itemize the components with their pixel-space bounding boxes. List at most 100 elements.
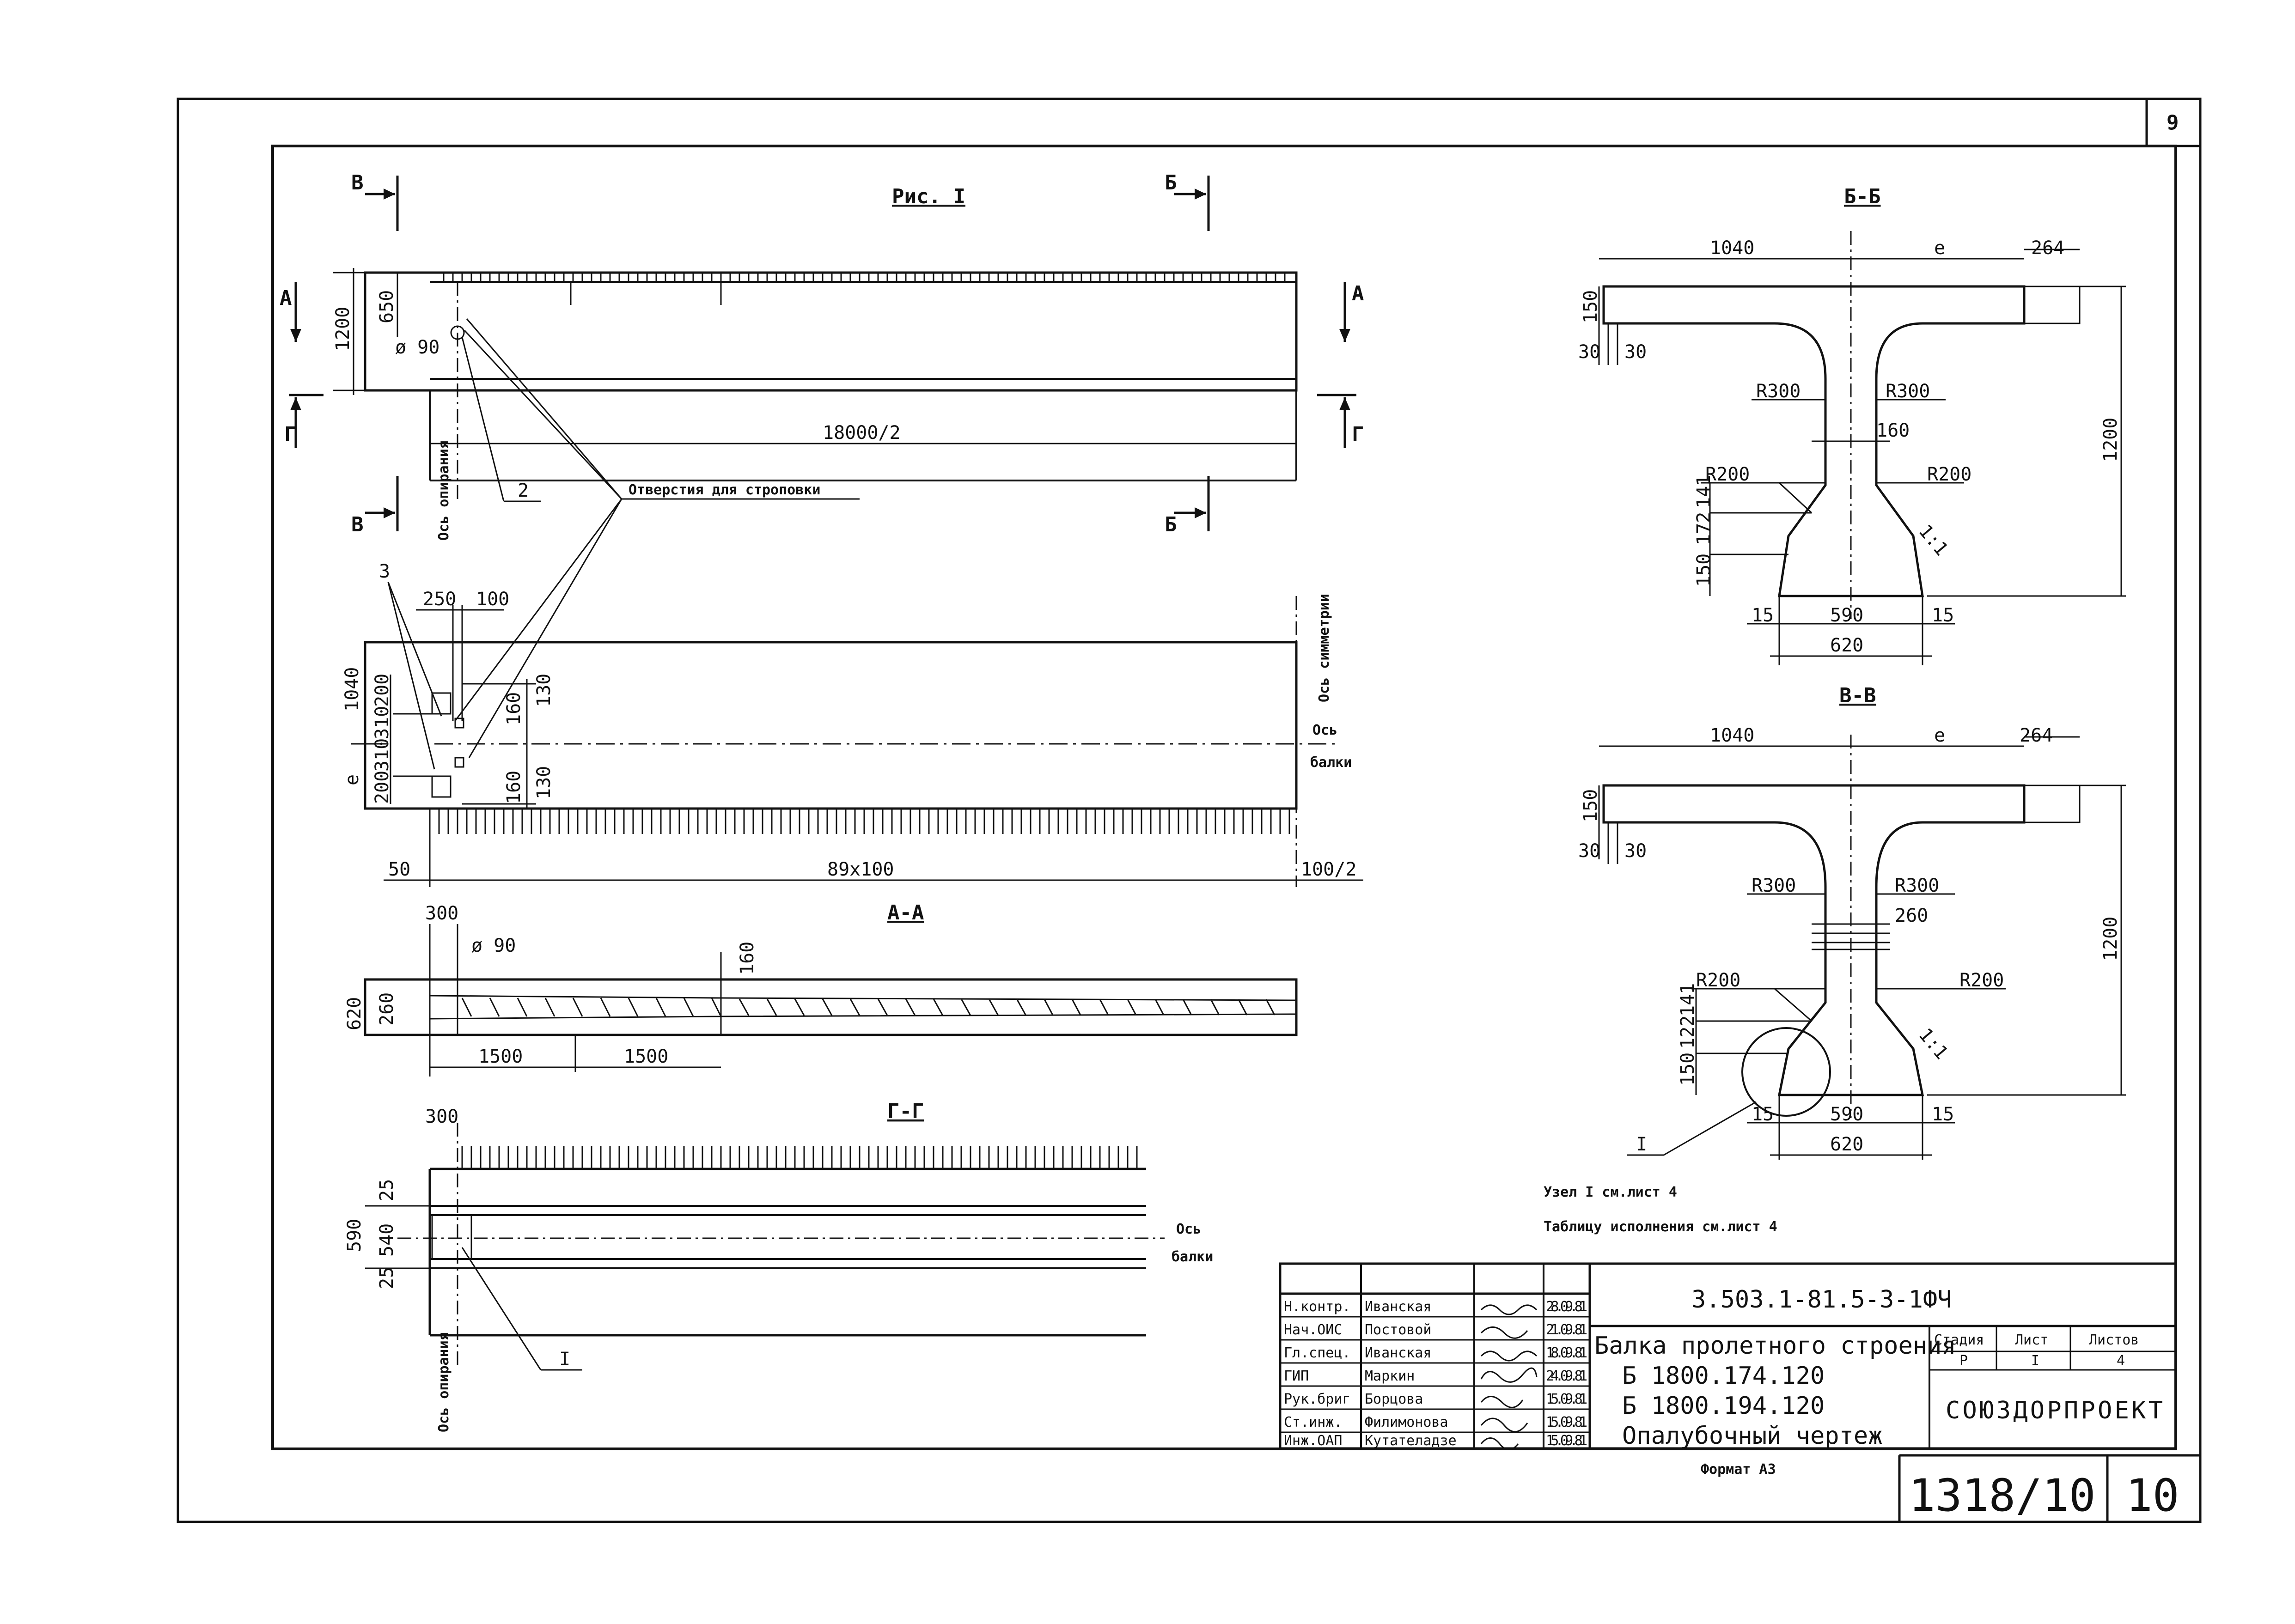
dim-160-bb: 160 xyxy=(1876,420,1910,441)
slope-bb: 1:1 xyxy=(1914,521,1952,560)
staff-role-4: Рук.бриг xyxy=(1284,1391,1351,1407)
inventory-number: 1318/10 xyxy=(1909,1470,2096,1521)
section-a-right: А xyxy=(1352,282,1364,305)
staff-date-6: 15.09.81 xyxy=(1546,1433,1587,1449)
staff-name-5: Филимонова xyxy=(1365,1414,1448,1430)
dim-plan-310-a: 310 xyxy=(372,706,393,739)
sheet-header: Лист xyxy=(2015,1332,2048,1348)
dim-1500-aa-b: 1500 xyxy=(624,1046,668,1067)
section-v-bottom: В xyxy=(351,513,364,536)
staff-role-3: ГИП xyxy=(1284,1368,1309,1384)
holes-label: Отверстия для строповки xyxy=(629,482,820,498)
dim-150-bb: 150 xyxy=(1580,290,1601,323)
dim-264-vv: 264 xyxy=(2020,725,2053,746)
dim-1040-vv: 1040 xyxy=(1710,725,1754,746)
dim-620-aa: 620 xyxy=(344,997,365,1030)
dim-160-lower: 160 xyxy=(503,771,525,804)
axis-beam-gg-1: Ось xyxy=(1176,1221,1201,1237)
dim-540-gg: 540 xyxy=(376,1223,397,1257)
plate-upper xyxy=(431,692,452,715)
dim-160-aa: 160 xyxy=(737,942,758,975)
axis-beam-plan-1: Ось xyxy=(1312,722,1337,738)
fig1-title: Рис. I xyxy=(892,185,965,208)
node-1-circle xyxy=(1741,1027,1831,1117)
outer-frame xyxy=(177,97,2202,1523)
dim-30-vv-a: 30 xyxy=(1578,840,1600,862)
callout-2: 2 xyxy=(518,480,529,501)
section-v-top: В xyxy=(351,171,364,195)
dim-172-bb: 172 xyxy=(1693,512,1715,545)
dim-e-plan: е xyxy=(342,774,363,785)
plate-lower xyxy=(431,775,452,798)
dim-260-aa: 260 xyxy=(376,992,397,1026)
stage-value: Р xyxy=(1959,1353,1968,1369)
sheet-value: I xyxy=(2031,1353,2039,1369)
dim-plan-200-b: 200 xyxy=(372,771,393,804)
r300-right-vv: R300 xyxy=(1895,875,1939,896)
dim-150b-bb: 150 xyxy=(1693,553,1715,587)
dim-130-upper: 130 xyxy=(533,674,555,707)
section-g-right: Г xyxy=(1352,423,1364,446)
staff-role-6: Инж.ОАП xyxy=(1284,1433,1342,1449)
section-g-left: Г xyxy=(284,423,297,446)
dim-half-length: 18000/2 xyxy=(823,422,901,444)
section-vv-title: В-В xyxy=(1839,684,1876,707)
r300-right-bb: R300 xyxy=(1886,381,1930,402)
callout-3: 3 xyxy=(379,561,390,582)
r300-left-bb: R300 xyxy=(1756,381,1801,402)
note-table: Таблицу исполнения см.лист 4 xyxy=(1544,1219,1777,1235)
dim-300-gg: 300 xyxy=(425,1106,458,1127)
dim-150b-vv: 150 xyxy=(1677,1052,1698,1086)
dim-1200-vv: 1200 xyxy=(2100,917,2121,961)
tb-name-1: Балка пролетного строения xyxy=(1594,1332,1956,1360)
dim-122-vv: 122 xyxy=(1677,1016,1698,1049)
dim-590-bb: 590 xyxy=(1830,605,1863,626)
staff-name-6: Кутателадзе xyxy=(1365,1433,1457,1449)
dim-stirrups: 89x100 xyxy=(827,859,894,880)
sheets-value: 4 xyxy=(2117,1353,2125,1369)
dim-15-bb-a: 15 xyxy=(1752,605,1774,626)
dim-25-gg-a: 25 xyxy=(376,1179,397,1201)
axis-support-gg: Ось опирания xyxy=(436,1332,452,1432)
staff-name-1: Постовой xyxy=(1365,1322,1432,1338)
sheets-header: Листов xyxy=(2089,1332,2139,1348)
staff-date-4: 15.09.81 xyxy=(1546,1391,1587,1407)
dim-e-bb: е xyxy=(1934,237,1945,259)
dim-50: 50 xyxy=(388,859,410,880)
dim-620-vv: 620 xyxy=(1830,1134,1863,1155)
dim-260-vv: 260 xyxy=(1895,905,1928,926)
section-aa-title: А-А xyxy=(887,901,924,925)
dim-plan-200-a: 200 xyxy=(372,674,393,707)
axis-beam-plan-2: балки xyxy=(1310,754,1352,771)
tb-name-3: Б 1800.194.120 xyxy=(1622,1392,1825,1420)
dim-15-vv-a: 15 xyxy=(1752,1104,1774,1125)
dia-90-aa: ø 90 xyxy=(471,935,516,956)
staff-role-1: Нач.ОИС xyxy=(1284,1322,1342,1338)
axis-support-fig1: Ось опирания xyxy=(436,440,452,541)
staff-role-5: Ст.инж. xyxy=(1284,1414,1342,1430)
dim-130-lower: 130 xyxy=(533,766,555,799)
dim-150-vv: 150 xyxy=(1580,789,1601,822)
dim-141-vv: 141 xyxy=(1677,983,1698,1016)
note-node: Узел I см.лист 4 xyxy=(1544,1184,1677,1200)
title-block xyxy=(1279,1262,2177,1450)
dim-30-vv-b: 30 xyxy=(1624,840,1647,862)
callout-1-gg: I xyxy=(559,1349,570,1370)
dim-1200-fig1: 1200 xyxy=(332,307,354,351)
doc-code: 3.503.1-81.5-3-1ФЧ xyxy=(1691,1286,1952,1314)
dia-90-fig1: ø 90 xyxy=(395,337,439,358)
section-bb-title: Б-Б xyxy=(1844,185,1880,208)
staff-name-3: Маркин xyxy=(1365,1368,1415,1384)
staff-name-0: Иванская xyxy=(1365,1299,1432,1315)
staff-name-4: Борцова xyxy=(1365,1391,1423,1407)
stirrup-ticks-elevation xyxy=(443,273,1286,282)
inner-frame xyxy=(271,145,2177,1450)
axis-symmetry: Ось симметрии xyxy=(1316,594,1332,702)
axis-beam-gg-2: балки xyxy=(1172,1249,1213,1265)
org-name: СОЮЗДОРПРОЕКТ xyxy=(1946,1397,2163,1424)
staff-date-3: 24.09.81 xyxy=(1546,1368,1587,1384)
format-label: Формат А3 xyxy=(1701,1461,1776,1478)
dim-15-vv-b: 15 xyxy=(1932,1104,1954,1125)
dim-100: 100 xyxy=(476,589,509,610)
